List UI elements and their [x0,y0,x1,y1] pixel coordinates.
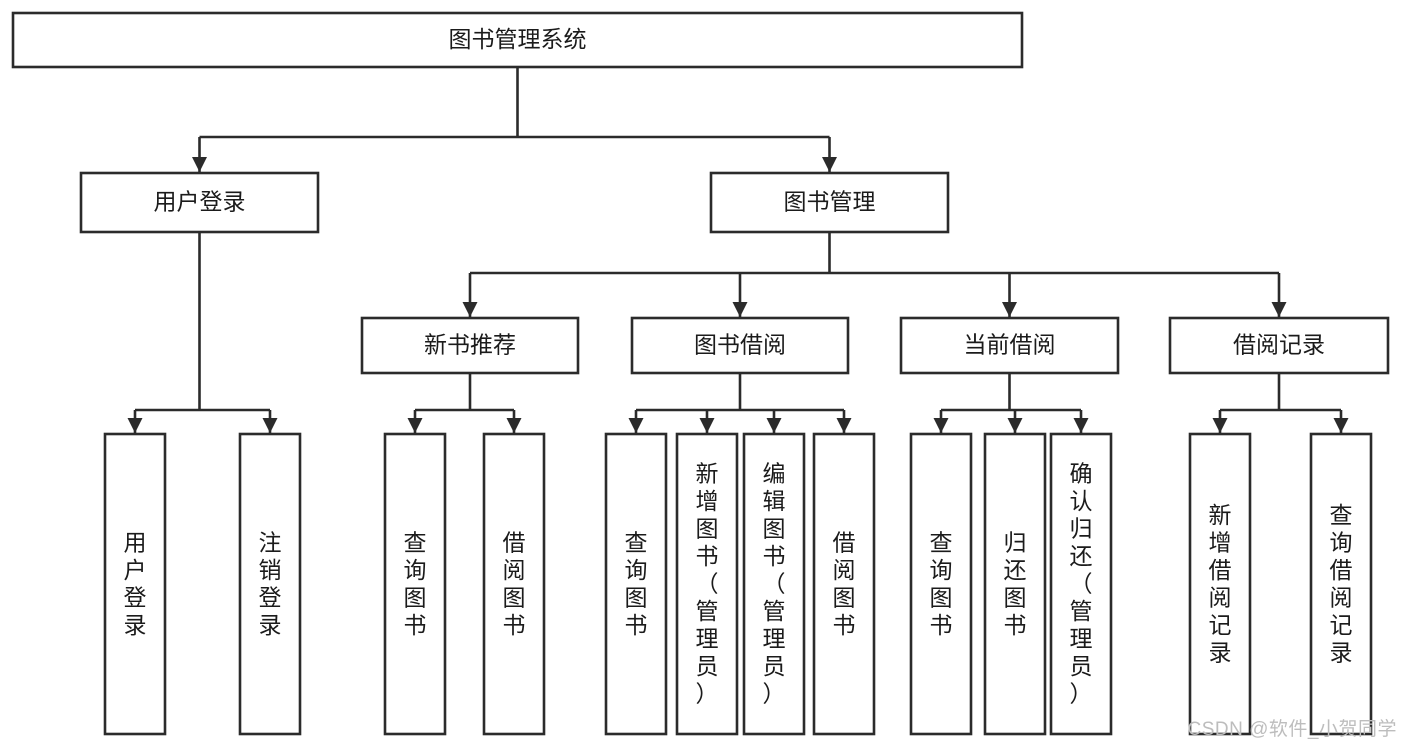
node-box-new-book-recommend [360,316,580,375]
node-box-user-login [79,171,320,234]
node-label-leaf-edit-book-admin: 编辑图书（管理员） [763,461,786,707]
node-box-leaf-confirm-return-admin [1049,432,1113,736]
node-box-leaf-return-book [983,432,1047,736]
node-current-borrow[interactable]: 当前借阅 [899,316,1120,375]
node-label-borrow-record: 借阅记录 [1233,332,1325,358]
arrow-head [407,418,423,433]
node-box-leaf-query-book-borrow [604,432,668,736]
node-box-leaf-query-book-rec [383,432,447,736]
arrow-head [933,418,949,433]
node-leaf-confirm-return-admin[interactable]: 确认归还（管理员） [1049,432,1113,736]
node-new-book-recommend[interactable]: 新书推荐 [360,316,580,375]
node-box-borrow-record [1168,316,1390,375]
arrow-head [836,418,852,433]
node-book-management[interactable]: 图书管理 [709,171,950,234]
node-user-login[interactable]: 用户登录 [79,171,320,234]
node-leaf-return-book[interactable]: 归还图书 [983,432,1047,736]
arrow-head [192,157,207,172]
arrow-head [732,302,748,317]
node-leaf-query-book-cur[interactable]: 查询图书 [909,432,973,736]
node-label-leaf-query-borrow-record: 查询借阅记录 [1330,502,1353,666]
node-box-root [11,11,1024,69]
node-box-leaf-query-borrow-record [1309,432,1373,736]
arrow-head [699,418,715,433]
node-root[interactable]: 图书管理系统 [11,11,1024,69]
node-box-book-borrow [630,316,850,375]
arrow-head [822,157,837,172]
node-leaf-query-book-rec[interactable]: 查询图书 [383,432,447,736]
node-box-leaf-add-borrow-record [1188,432,1252,736]
node-box-leaf-query-book-cur [909,432,973,736]
node-label-new-book-recommend: 新书推荐 [424,332,516,358]
node-label-user-login: 用户登录 [154,189,246,215]
node-leaf-borrow-book[interactable]: 借阅图书 [812,432,876,736]
node-label-leaf-borrow-book-rec: 借阅图书 [503,529,526,638]
node-label-leaf-logout: 注销登录 [259,529,282,638]
arrow-head [262,418,278,433]
node-label-book-management: 图书管理 [784,189,876,215]
node-leaf-add-book-admin[interactable]: 新增图书（管理员） [675,432,739,736]
node-label-leaf-borrow-book: 借阅图书 [833,529,856,638]
node-leaf-logout[interactable]: 注销登录 [238,432,302,736]
node-book-borrow[interactable]: 图书借阅 [630,316,850,375]
node-leaf-query-book-borrow[interactable]: 查询图书 [604,432,668,736]
arrow-head [1271,302,1287,317]
arrow-head [1007,418,1023,433]
connectors-layer [127,67,1349,433]
node-label-leaf-add-borrow-record: 新增借阅记录 [1209,502,1232,666]
node-label-leaf-query-book-borrow: 查询图书 [625,529,648,638]
node-label-root: 图书管理系统 [449,26,587,52]
node-label-book-borrow: 图书借阅 [694,332,786,358]
node-label-leaf-add-book-admin: 新增图书（管理员） [696,461,719,707]
arrow-head [1212,418,1228,433]
node-box-book-management [709,171,950,234]
arrow-head [1002,302,1017,317]
node-box-current-borrow [899,316,1120,375]
node-box-leaf-add-book-admin [675,432,739,736]
node-label-leaf-query-book-cur: 查询图书 [930,529,953,638]
node-box-leaf-borrow-book-rec [482,432,546,736]
node-leaf-borrow-book-rec[interactable]: 借阅图书 [482,432,546,736]
arrow-head [506,418,522,433]
node-label-leaf-return-book: 归还图书 [1004,529,1027,638]
node-leaf-query-borrow-record[interactable]: 查询借阅记录 [1309,432,1373,736]
node-box-leaf-edit-book-admin [742,432,806,736]
node-borrow-record[interactable]: 借阅记录 [1168,316,1390,375]
node-label-current-borrow: 当前借阅 [964,332,1056,358]
node-leaf-edit-book-admin[interactable]: 编辑图书（管理员） [742,432,806,736]
arrow-head [628,418,644,433]
arrow-head [462,302,478,317]
nodes-layer: 图书管理系统用户登录图书管理新书推荐图书借阅当前借阅借阅记录用户登录注销登录查询… [11,11,1390,736]
arrow-head [1073,418,1089,433]
arrow-head [1333,418,1349,433]
node-leaf-user-login[interactable]: 用户登录 [103,432,167,736]
node-box-leaf-user-login [103,432,167,736]
arrow-head [127,418,143,433]
node-label-leaf-query-book-rec: 查询图书 [404,529,427,638]
node-label-leaf-user-login: 用户登录 [124,529,147,638]
node-box-leaf-borrow-book [812,432,876,736]
node-box-leaf-logout [238,432,302,736]
node-leaf-add-borrow-record[interactable]: 新增借阅记录 [1188,432,1252,736]
arrow-head [766,418,782,433]
node-label-leaf-confirm-return-admin: 确认归还（管理员） [1070,461,1093,707]
